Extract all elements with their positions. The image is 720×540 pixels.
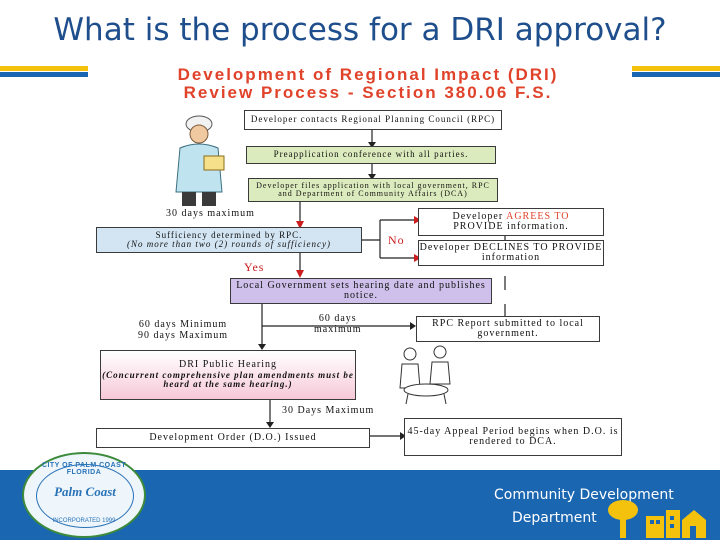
step-developer-agrees-line2: PROVIDE information. (453, 221, 569, 232)
label-maximum: maximum (314, 323, 362, 335)
step-developer-files-application-label: Developer files application with local g… (256, 180, 490, 198)
diagram-title-line1: Development of Regional Impact (DRI) (177, 65, 559, 84)
seal-year: INCORPORATED 1999 (52, 518, 116, 524)
diagram-title-line2: Review Process - Section 380.06 F.S. (183, 82, 553, 102)
footer-department-line1: Community Development (494, 487, 674, 503)
step-developer-agrees: Developer AGREES TO PROVIDE information. (418, 208, 604, 236)
step-development-order-label: Development Order (D.O.) Issued (149, 431, 317, 443)
title-rule-left-blue (0, 72, 88, 77)
step-development-order: Development Order (D.O.) Issued (96, 428, 370, 448)
step-developer-declines-label: Developer DECLINES TO PROVIDE informatio… (419, 241, 603, 263)
step-preapplication-conference-label: Preapplication conference with all parti… (273, 149, 469, 160)
footer-department-line2: Department (512, 510, 597, 526)
diagram-title: Development of Regional Impact (DRI) Rev… (118, 66, 618, 102)
step-developer-declines: Developer DECLINES TO PROVIDE informatio… (418, 240, 604, 266)
step-rpc-report: RPC Report submitted to local government… (416, 316, 600, 342)
step-developer-files-application: Developer files application with local g… (248, 178, 498, 202)
title-rule-left-yellow (0, 66, 88, 71)
seal-ring (36, 464, 134, 528)
seal-word: Palm Coast (54, 484, 116, 499)
label-60-days: 60 days (318, 313, 357, 324)
step-developer-agrees-pre: Developer (452, 210, 504, 222)
step-preapplication-conference: Preapplication conference with all parti… (246, 146, 496, 164)
label-30-days-maximum-2: 30 Days Maximum (282, 405, 375, 416)
title-rule-right-blue (632, 72, 720, 77)
step-sufficiency-rpc-line2: (No more than two (2) rounds of sufficie… (126, 239, 332, 249)
label-60-min: 60 days Minimum (138, 319, 228, 330)
step-developer-agrees-word: AGREES TO (506, 210, 570, 222)
city-seal-icon: CITY OF PALM COAST FLORIDA Palm Coast IN… (22, 452, 146, 538)
step-dri-public-hearing-note: (Concurrent comprehensive plan amendment… (102, 369, 354, 390)
label-60-min-90-max: 60 days Minimum 90 days Maximum (138, 319, 228, 341)
seal-text: CITY OF PALM COAST FLORIDA (41, 462, 127, 476)
step-developer-contacts-rpc-label: Developer contacts Regional Planning Cou… (250, 114, 496, 125)
slide-title: What is the process for a DRI approval? (53, 12, 667, 48)
step-dri-public-hearing-title: DRI Public Hearing (179, 359, 277, 371)
palm-tree-icon (608, 500, 638, 538)
step-dri-public-hearing: DRI Public Hearing (Concurrent comprehen… (100, 350, 356, 400)
step-sufficiency-rpc-line1: Sufficiency determined by RPC. (155, 229, 303, 240)
developer-figure-icon (175, 115, 225, 206)
step-hearing-date-label: Local Government sets hearing date and p… (236, 279, 486, 301)
step-appeal-period-label: 45-day Appeal Period begins when D.O. is… (407, 425, 619, 447)
label-90-max: 90 days Maximum (138, 329, 228, 341)
step-developer-contacts-rpc: Developer contacts Regional Planning Cou… (244, 110, 502, 130)
step-developer-agrees-line1: Developer AGREES TO (452, 210, 570, 223)
buildings-icon (646, 510, 706, 538)
label-60-days-maximum: 60 days maximum (314, 313, 362, 335)
title-rule-right-yellow (632, 66, 720, 71)
step-hearing-date: Local Government sets hearing date and p… (230, 278, 492, 304)
label-30-days-maximum: 30 days maximum (166, 208, 255, 219)
meeting-figures-icon (399, 345, 451, 405)
label-no: No (388, 233, 405, 247)
step-appeal-period: 45-day Appeal Period begins when D.O. is… (404, 418, 622, 456)
label-yes: Yes (244, 260, 265, 274)
step-sufficiency-rpc: Sufficiency determined by RPC. (No more … (96, 227, 362, 253)
step-rpc-report-label: RPC Report submitted to local government… (432, 317, 584, 339)
